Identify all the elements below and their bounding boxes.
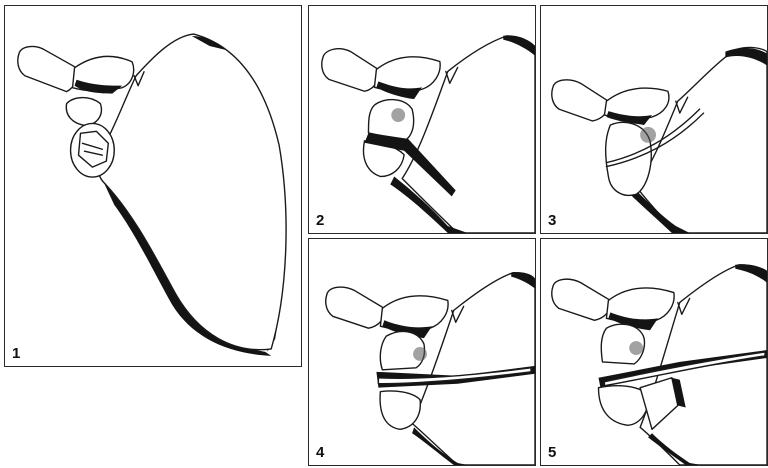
- bone-stipple: [391, 108, 405, 122]
- panel-number: 2: [316, 213, 324, 228]
- scapula-illustration-2: [309, 6, 535, 233]
- panel-3-wire-cut: 3: [540, 5, 768, 234]
- coracoid: [66, 98, 101, 126]
- clavicle: [326, 287, 385, 328]
- panel-number: 1: [12, 346, 20, 361]
- panel-1-full-scapula: 1: [4, 5, 302, 367]
- scapula-illustration-5: [541, 239, 767, 465]
- panel-5-wedge-graft: 5: [540, 238, 768, 466]
- panel-number: 4: [316, 445, 324, 460]
- panel-number: 5: [548, 445, 556, 460]
- clavicle: [18, 46, 78, 91]
- scapula-illustration-3: [541, 6, 767, 233]
- clavicle: [552, 279, 611, 320]
- clavicle: [552, 80, 609, 121]
- panel-2-oblique-cut: 2: [308, 5, 536, 234]
- panel-4-horizontal-gap: 4: [308, 238, 536, 466]
- panel-number: 3: [548, 213, 556, 228]
- bone-stipple: [629, 341, 643, 355]
- bone-stipple: [413, 347, 427, 361]
- bone-stipple: [640, 127, 656, 143]
- scapula-illustration-1: [5, 6, 301, 366]
- clavicle: [322, 49, 379, 92]
- scapula-body: [636, 47, 767, 233]
- scapula-illustration-4: [309, 239, 535, 465]
